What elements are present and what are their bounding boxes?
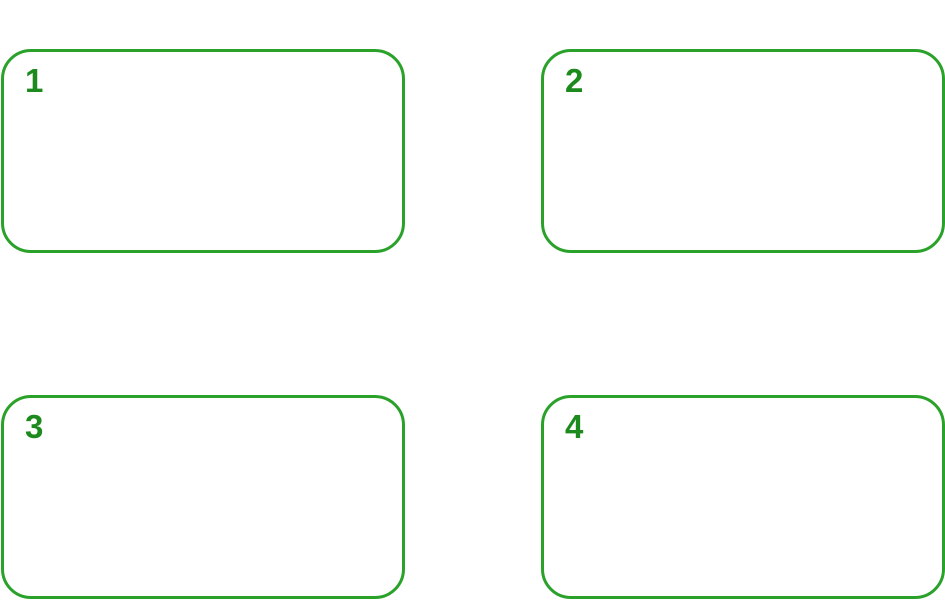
- card-3: 3: [1, 395, 405, 599]
- card-number: 1: [25, 62, 44, 99]
- card-number: 3: [25, 408, 44, 445]
- card-4: 4: [541, 395, 945, 599]
- card-number: 4: [565, 408, 584, 445]
- card-1: 1: [1, 49, 405, 253]
- card-2: 2: [541, 49, 945, 253]
- card-number: 2: [565, 62, 584, 99]
